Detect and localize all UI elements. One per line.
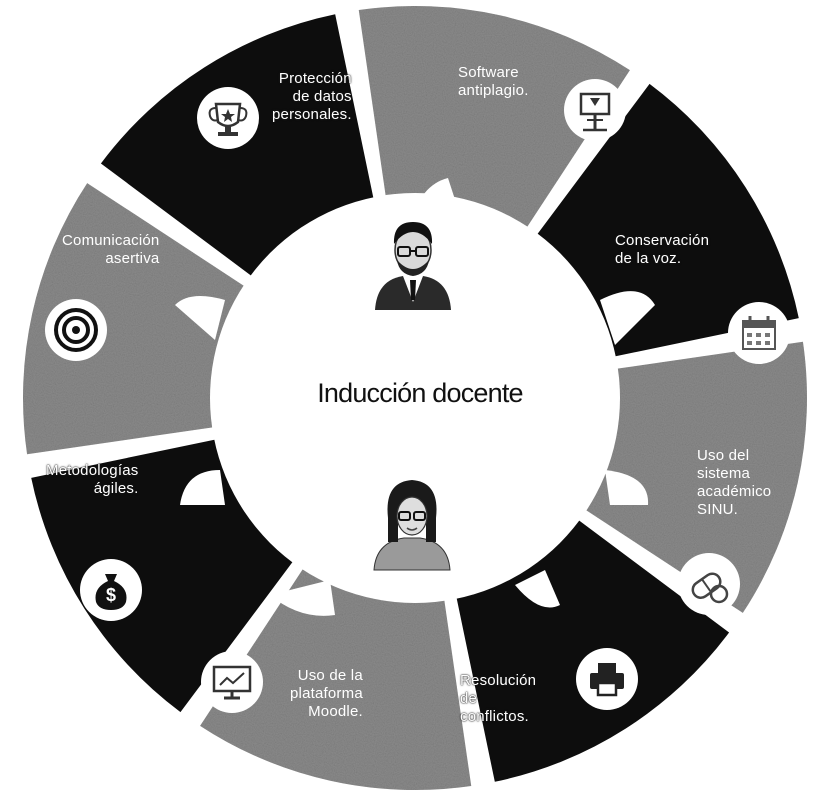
- label-software-antiplagio: Software antiplagio.: [458, 64, 529, 99]
- pills-icon: [678, 553, 740, 615]
- svg-text:$: $: [106, 585, 116, 605]
- segment-proteccion: [23, 183, 248, 455]
- label-conservacion-voz: Conservación de la voz.: [615, 232, 710, 267]
- segment-sinu: [534, 83, 799, 358]
- label-metodologias-agiles: Metodologías ágiles.: [46, 462, 139, 497]
- center-hub: [210, 193, 620, 603]
- label-resolucion-conflictos: Resolución de conflictos.: [460, 672, 537, 725]
- label-uso-moodle: Uso de la plataforma Moodle.: [290, 667, 363, 720]
- male-teacher-icon: [375, 222, 451, 310]
- target-icon: [45, 299, 107, 361]
- money-bag-icon: $: [80, 559, 142, 621]
- hub-notches: [175, 178, 655, 616]
- segment-metodologias: [200, 565, 472, 790]
- segment-voz: [358, 5, 630, 231]
- printer-icon: [576, 648, 638, 710]
- label-uso-sinu: Uso del sistema académico SINU.: [697, 447, 772, 518]
- label-proteccion-datos: Protección de datos personales.: [272, 70, 352, 123]
- presentation-board-icon: [564, 79, 626, 141]
- segment-conflictos: [582, 341, 807, 613]
- segments-layer: [23, 5, 807, 790]
- female-teacher-icon: [373, 480, 451, 571]
- diagram-title: Inducción docente: [317, 378, 523, 408]
- label-comunicacion-asertiva: Comunicación asertiva: [62, 232, 160, 267]
- monitor-chart-icon: [201, 651, 263, 713]
- segment-comunicacion: [31, 438, 296, 713]
- trophy-icon: [197, 87, 259, 149]
- calendar-icon: [728, 302, 790, 364]
